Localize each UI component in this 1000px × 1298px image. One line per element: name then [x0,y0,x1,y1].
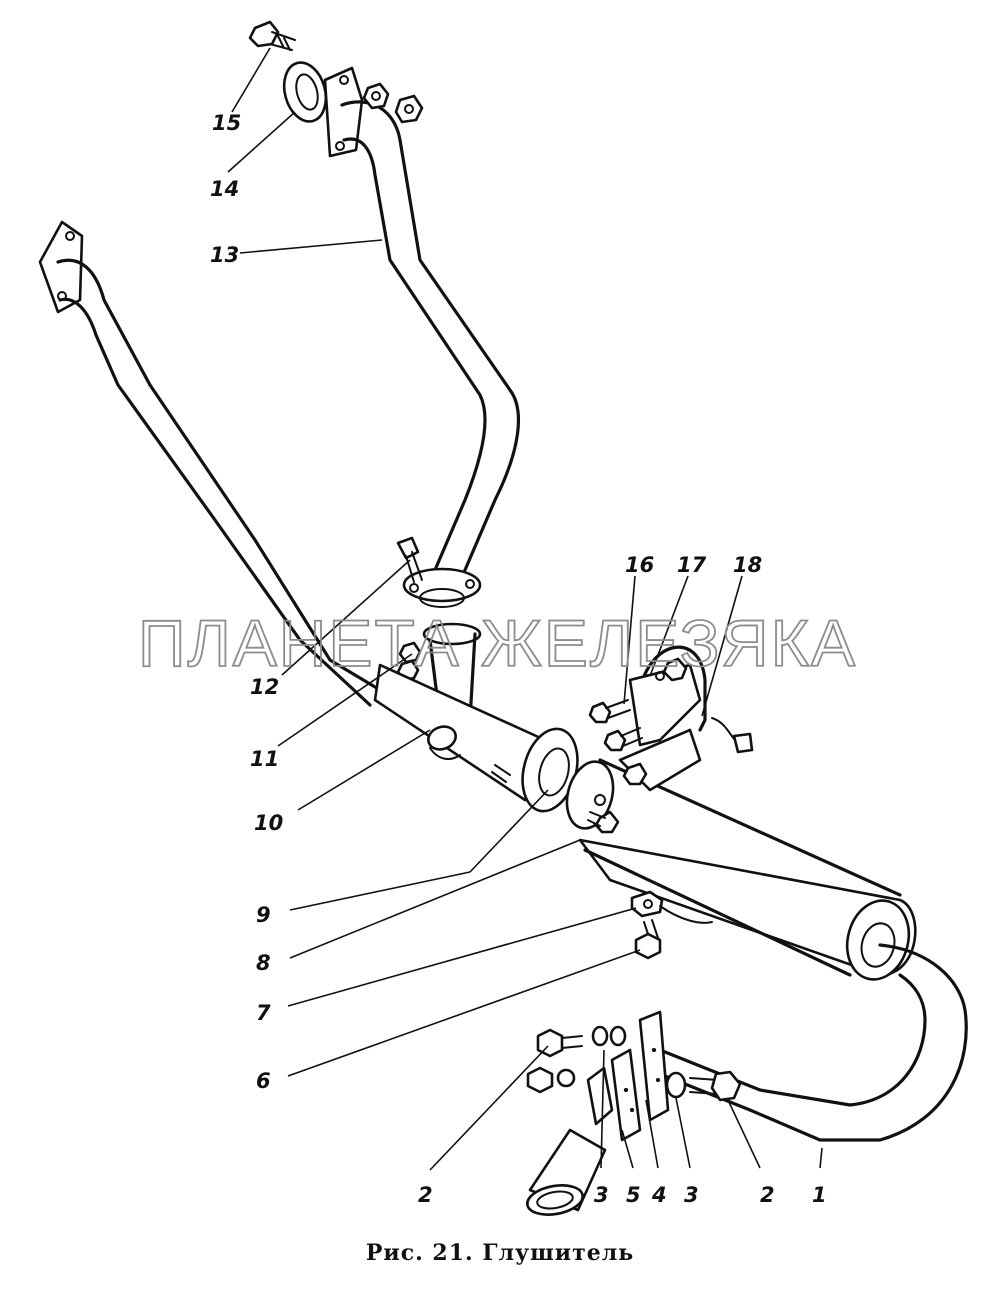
muffler-bracket [618,645,754,792]
clamp-7 [630,890,713,924]
bracket-3 [586,1066,614,1126]
callout-11: 11 [250,747,279,771]
callout-labels: 15 14 13 12 11 10 9 8 7 6 2 3 5 4 3 2 1 … [210,111,827,1207]
callout-13: 13 [210,243,239,267]
callout-10: 10 [254,811,283,835]
left-exhaust-pipe [38,220,382,707]
callout-4: 4 [651,1183,667,1207]
muffler-body [578,758,917,981]
callout-2-right: 2 [760,1183,775,1207]
callout-9: 9 [256,903,271,927]
callout-14: 14 [210,177,239,201]
tail-pipe-end [526,1128,607,1216]
bolt-18 [603,727,643,752]
figure-caption: Рис. 21. Глушитель [365,1240,635,1266]
y-pipe-flange [402,567,482,722]
callout-17: 17 [677,553,707,577]
callout-3-left: 3 [594,1183,609,1207]
callout-7: 7 [256,1001,271,1025]
callout-1: 1 [812,1183,827,1207]
callout-18: 18 [733,553,762,577]
plates-4-5 [610,1010,670,1142]
callout-3-right: 3 [684,1183,699,1207]
gasket-14 [282,61,328,123]
callout-8: 8 [256,951,271,975]
callout-5: 5 [626,1183,641,1207]
callout-6: 6 [256,1069,271,1093]
leader-lines [227,47,823,1171]
bolt-15 [248,20,296,51]
callout-16: 16 [625,553,654,577]
nuts-top-flange [362,82,424,124]
watermark: ПЛАНЕТА ЖЕЛЕЗЯКА [138,606,857,680]
clamp-flange-9 [521,727,615,830]
intermediate-pipe [373,663,547,802]
fasteners-left [526,1025,627,1094]
right-exhaust-pipe [323,66,520,572]
bolt-8 [587,794,620,834]
callout-12: 12 [250,675,279,699]
callout-15: 15 [212,111,241,135]
bolt-16 [588,699,631,724]
tail-pipe-1 [648,943,968,1142]
bolt-12 [396,536,423,583]
fasteners-right [665,1070,742,1102]
nuts-11 [396,641,422,682]
callout-2-left: 2 [418,1183,433,1207]
bolt-6 [634,919,662,960]
